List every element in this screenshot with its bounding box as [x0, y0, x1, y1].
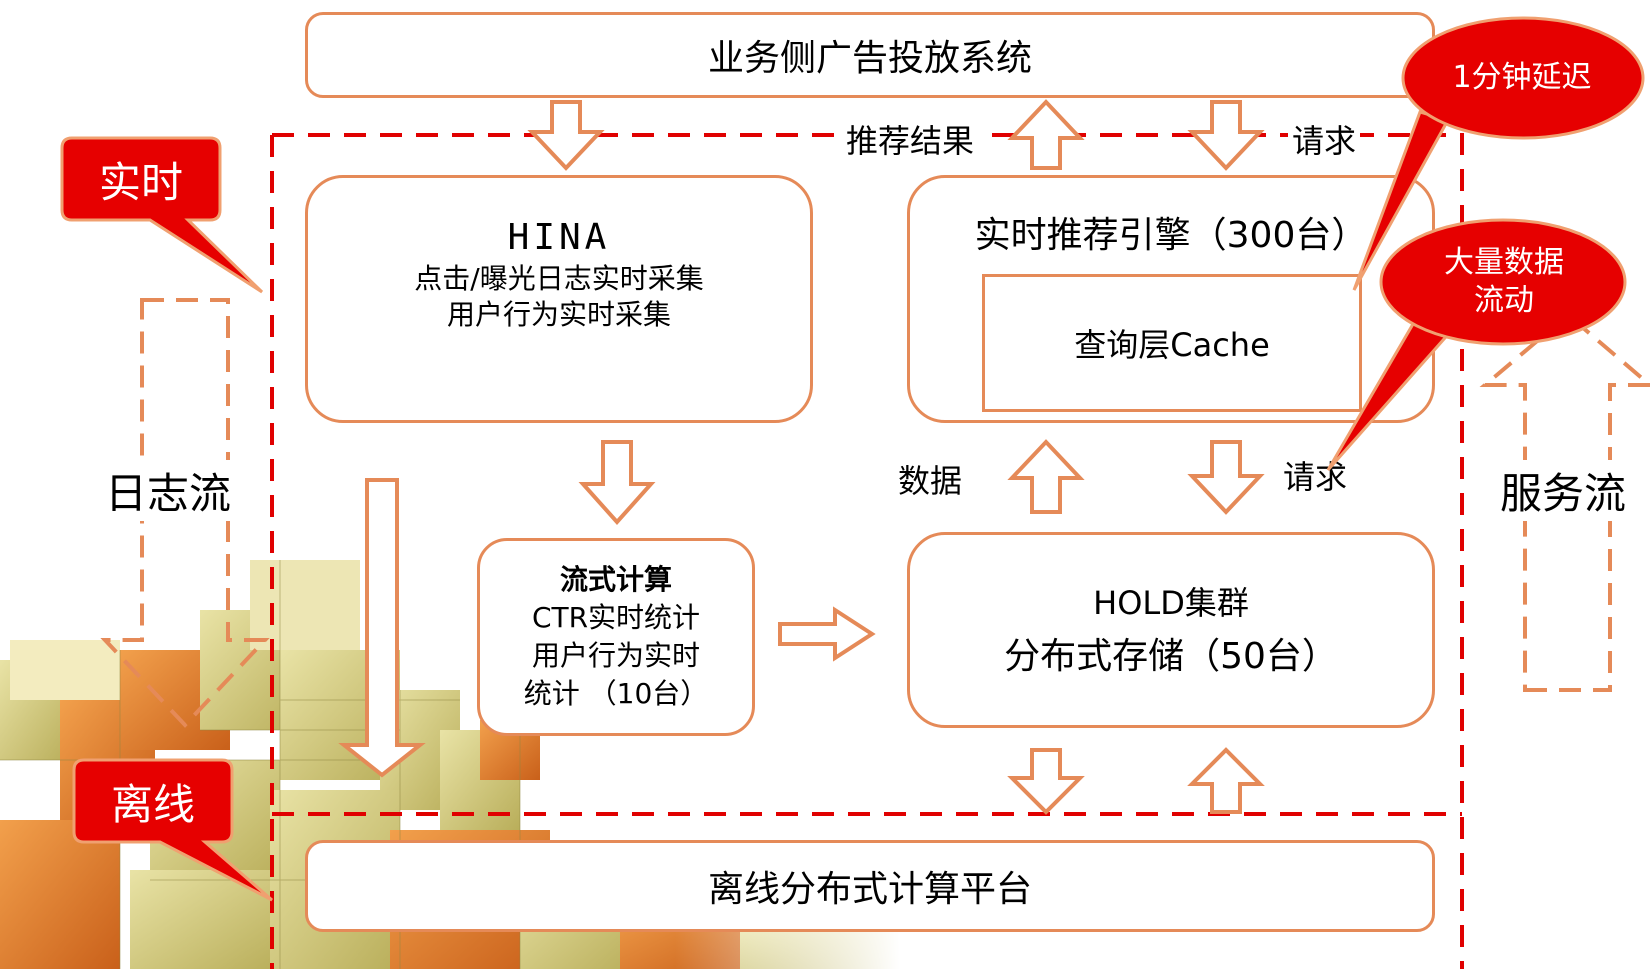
data-flow-callout: 大量数据流动 — [1430, 240, 1578, 324]
ad-system-box: 业务侧广告投放系统 — [305, 12, 1435, 98]
realtime-callout: 实时 — [62, 138, 220, 220]
engine-title: 实时推荐引擎（300台） — [974, 215, 1368, 256]
realtime-callout-shape — [60, 136, 264, 294]
stream-line3: 统计 （10台） — [523, 677, 709, 710]
offline-callout-shape — [72, 758, 273, 902]
arrow-system-to-hina — [527, 100, 605, 171]
arrow-stream-to-hold — [778, 606, 876, 662]
arrow-request-mid-down — [1187, 440, 1265, 515]
arrow-request-down — [1187, 100, 1265, 171]
arrow-offline-to-hold — [1187, 747, 1265, 814]
data-flow-callout-text: 大量数据流动 — [1444, 245, 1564, 318]
cache-box: 查询层Cache — [982, 274, 1362, 412]
label-log-flow: 日志流 — [105, 460, 232, 521]
realtime-callout-text: 实时 — [98, 157, 183, 207]
hold-box: HOLD集群 分布式存储（50台） — [907, 532, 1435, 728]
arrow-data-up — [1007, 439, 1085, 514]
arrow-hina-to-offline — [338, 478, 426, 778]
cache-label: 查询层Cache — [1074, 326, 1270, 364]
hina-title: HINA — [507, 217, 611, 258]
delay-callout: 1分钟延迟 — [1440, 36, 1604, 120]
offline-platform-label: 离线分布式计算平台 — [707, 869, 1032, 910]
label-data: 数据 — [898, 462, 963, 500]
label-service-flow: 服务流 — [1500, 460, 1627, 521]
stream-box: 流式计算 CTR实时统计 用户行为实时 统计 （10台） — [477, 538, 755, 736]
hina-box: HINA 点击/曝光日志实时采集 用户行为实时采集 — [305, 175, 813, 423]
stream-line2: 用户行为实时 — [531, 639, 700, 672]
offline-callout: 离线 — [74, 760, 232, 842]
stream-title: 流式计算 — [559, 563, 672, 596]
delay-callout-text: 1分钟延迟 — [1452, 60, 1592, 95]
hina-line2: 用户行为实时采集 — [446, 298, 671, 331]
service-flow-arrow — [1479, 312, 1650, 692]
arrow-hina-to-stream — [578, 440, 656, 525]
offline-platform-box: 离线分布式计算平台 — [305, 840, 1435, 932]
log-flow-arrow — [100, 298, 270, 728]
arrow-recommend-result-up — [1007, 99, 1085, 170]
offline-callout-text: 离线 — [110, 779, 195, 829]
stream-line1: CTR实时统计 — [531, 601, 701, 634]
hina-line1: 点击/曝光日志实时采集 — [414, 262, 704, 295]
ad-system-label: 业务侧广告投放系统 — [707, 38, 1032, 79]
realtime-region-border — [270, 133, 1464, 969]
hold-line2: 分布式存储（50台） — [1004, 636, 1338, 677]
label-recommend-result: 推荐结果 — [840, 116, 981, 162]
arrow-hold-to-offline — [1007, 748, 1085, 815]
hold-line1: HOLD集群 — [1093, 584, 1249, 622]
label-request-mid: 请求 — [1283, 458, 1348, 496]
data-flow-callout-shape — [1326, 309, 1455, 471]
label-request-top: 请求 — [1288, 116, 1361, 162]
engine-box: 实时推荐引擎（300台） 查询层Cache — [907, 175, 1435, 423]
